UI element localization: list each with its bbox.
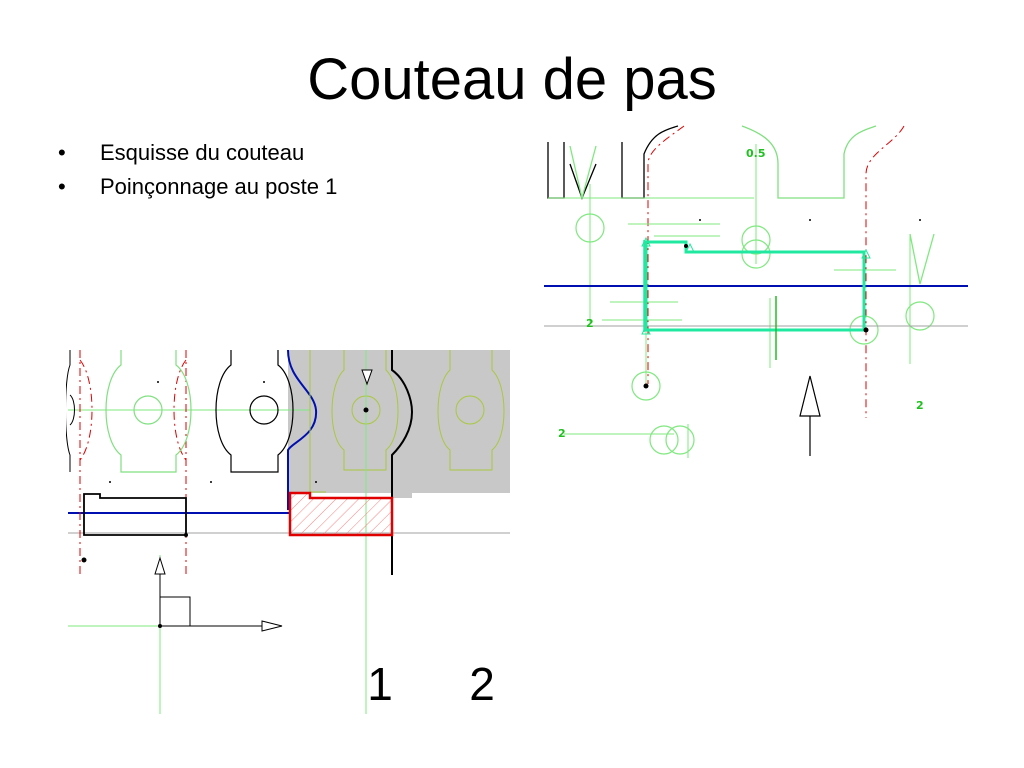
axis-square bbox=[159, 596, 191, 627]
punch-outline bbox=[288, 491, 394, 537]
dimension-label: 2 bbox=[558, 427, 566, 440]
pilot-marker bbox=[361, 369, 373, 386]
bullet-item: • Esquisse du couteau bbox=[58, 136, 337, 170]
axis-origin bbox=[158, 624, 162, 628]
blank-region bbox=[288, 350, 510, 498]
knife-sketch-drawing: 0.5 2 2 2 bbox=[544, 125, 968, 458]
part-outline bbox=[66, 350, 71, 472]
bullet-text: Poinçonnage au poste 1 bbox=[100, 174, 338, 199]
grid-dots bbox=[109, 381, 317, 483]
axis-x-arrow bbox=[261, 620, 283, 632]
bullet-item: • Poinçonnage au poste 1 bbox=[58, 170, 337, 204]
dashed-centerline bbox=[647, 125, 685, 384]
bullet-marker: • bbox=[58, 140, 66, 165]
bullet-text: Esquisse du couteau bbox=[100, 140, 305, 165]
black-part bbox=[215, 350, 294, 473]
dashed-arc bbox=[173, 359, 187, 461]
construction-circles bbox=[575, 213, 935, 455]
knife-outline bbox=[83, 493, 187, 536]
v-marker bbox=[909, 233, 935, 285]
die-profile bbox=[741, 125, 877, 199]
die-edge bbox=[391, 350, 414, 575]
part-outline bbox=[69, 394, 75, 426]
station-label-2: 2 bbox=[469, 658, 495, 710]
knife-vertex-markers bbox=[641, 236, 871, 335]
die-profile bbox=[547, 125, 679, 200]
dimension-label: 2 bbox=[586, 317, 594, 330]
strip-edge bbox=[287, 350, 318, 510]
knife-point bbox=[81, 557, 87, 563]
axis-y-arrow bbox=[154, 556, 166, 575]
station-label-1: 1 bbox=[367, 658, 393, 710]
v-marker bbox=[569, 145, 597, 199]
strip-layout-drawing: 1 2 bbox=[66, 350, 510, 714]
dimension-label: 2 bbox=[916, 399, 924, 412]
dashed-arc bbox=[79, 359, 93, 461]
sketch-points bbox=[643, 219, 921, 389]
feed-direction-arrow bbox=[799, 375, 821, 456]
green-part bbox=[105, 350, 192, 473]
knife-point bbox=[184, 533, 188, 537]
dashed-centerline bbox=[865, 125, 905, 418]
construction-lines bbox=[548, 144, 911, 458]
bullet-marker: • bbox=[58, 174, 66, 199]
knife-outline bbox=[644, 240, 866, 332]
dimension-label: 0.5 bbox=[746, 147, 766, 160]
slide-title: Couteau de pas bbox=[307, 47, 717, 112]
bullet-list: • Esquisse du couteau • Poinçonnage au p… bbox=[58, 136, 337, 204]
pilot-dot bbox=[363, 407, 369, 413]
